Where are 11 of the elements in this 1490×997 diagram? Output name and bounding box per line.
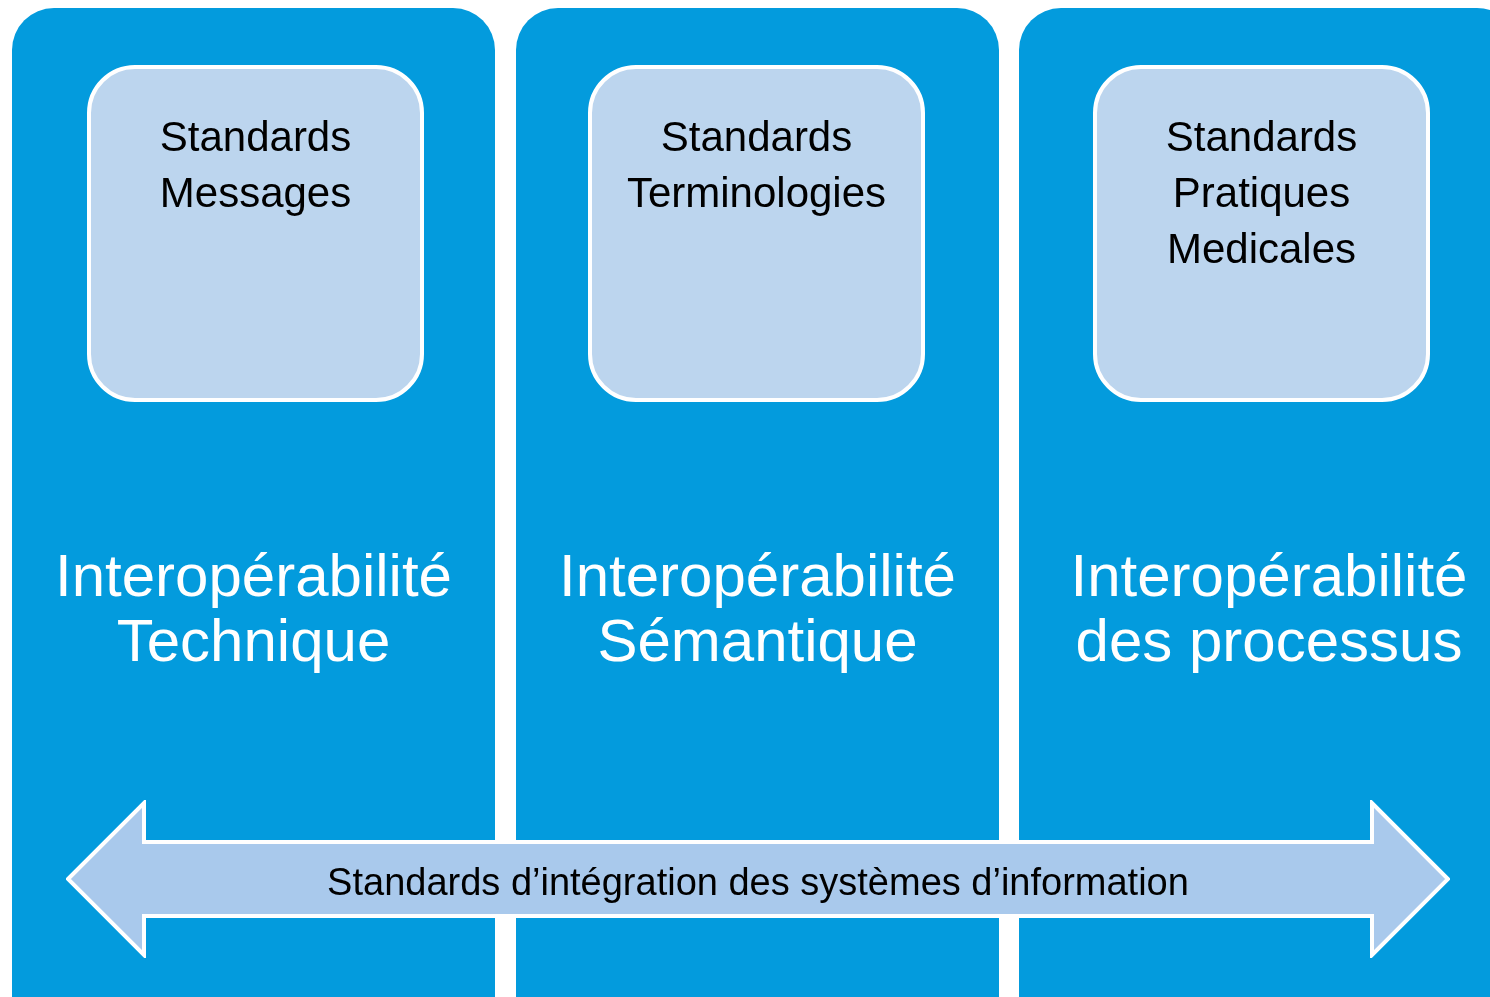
column-title: Interopérabilité Sémantique: [558, 543, 957, 673]
standard-box: [588, 65, 925, 402]
column-title: Interopérabilité Technique: [54, 543, 453, 673]
arrow-label: Standards d’intégration des systèmes d’information: [326, 860, 1190, 904]
box-label: Standards Pratiques Medicales: [1164, 112, 1359, 274]
box-label: Standards Messages: [158, 112, 353, 218]
box-label: Standards Terminologies: [625, 112, 888, 218]
standard-box: [87, 65, 424, 402]
double-arrow-shape: [66, 800, 1450, 958]
standard-box: [1093, 65, 1430, 402]
column-title: Interopérabilité des processus: [1069, 543, 1469, 673]
